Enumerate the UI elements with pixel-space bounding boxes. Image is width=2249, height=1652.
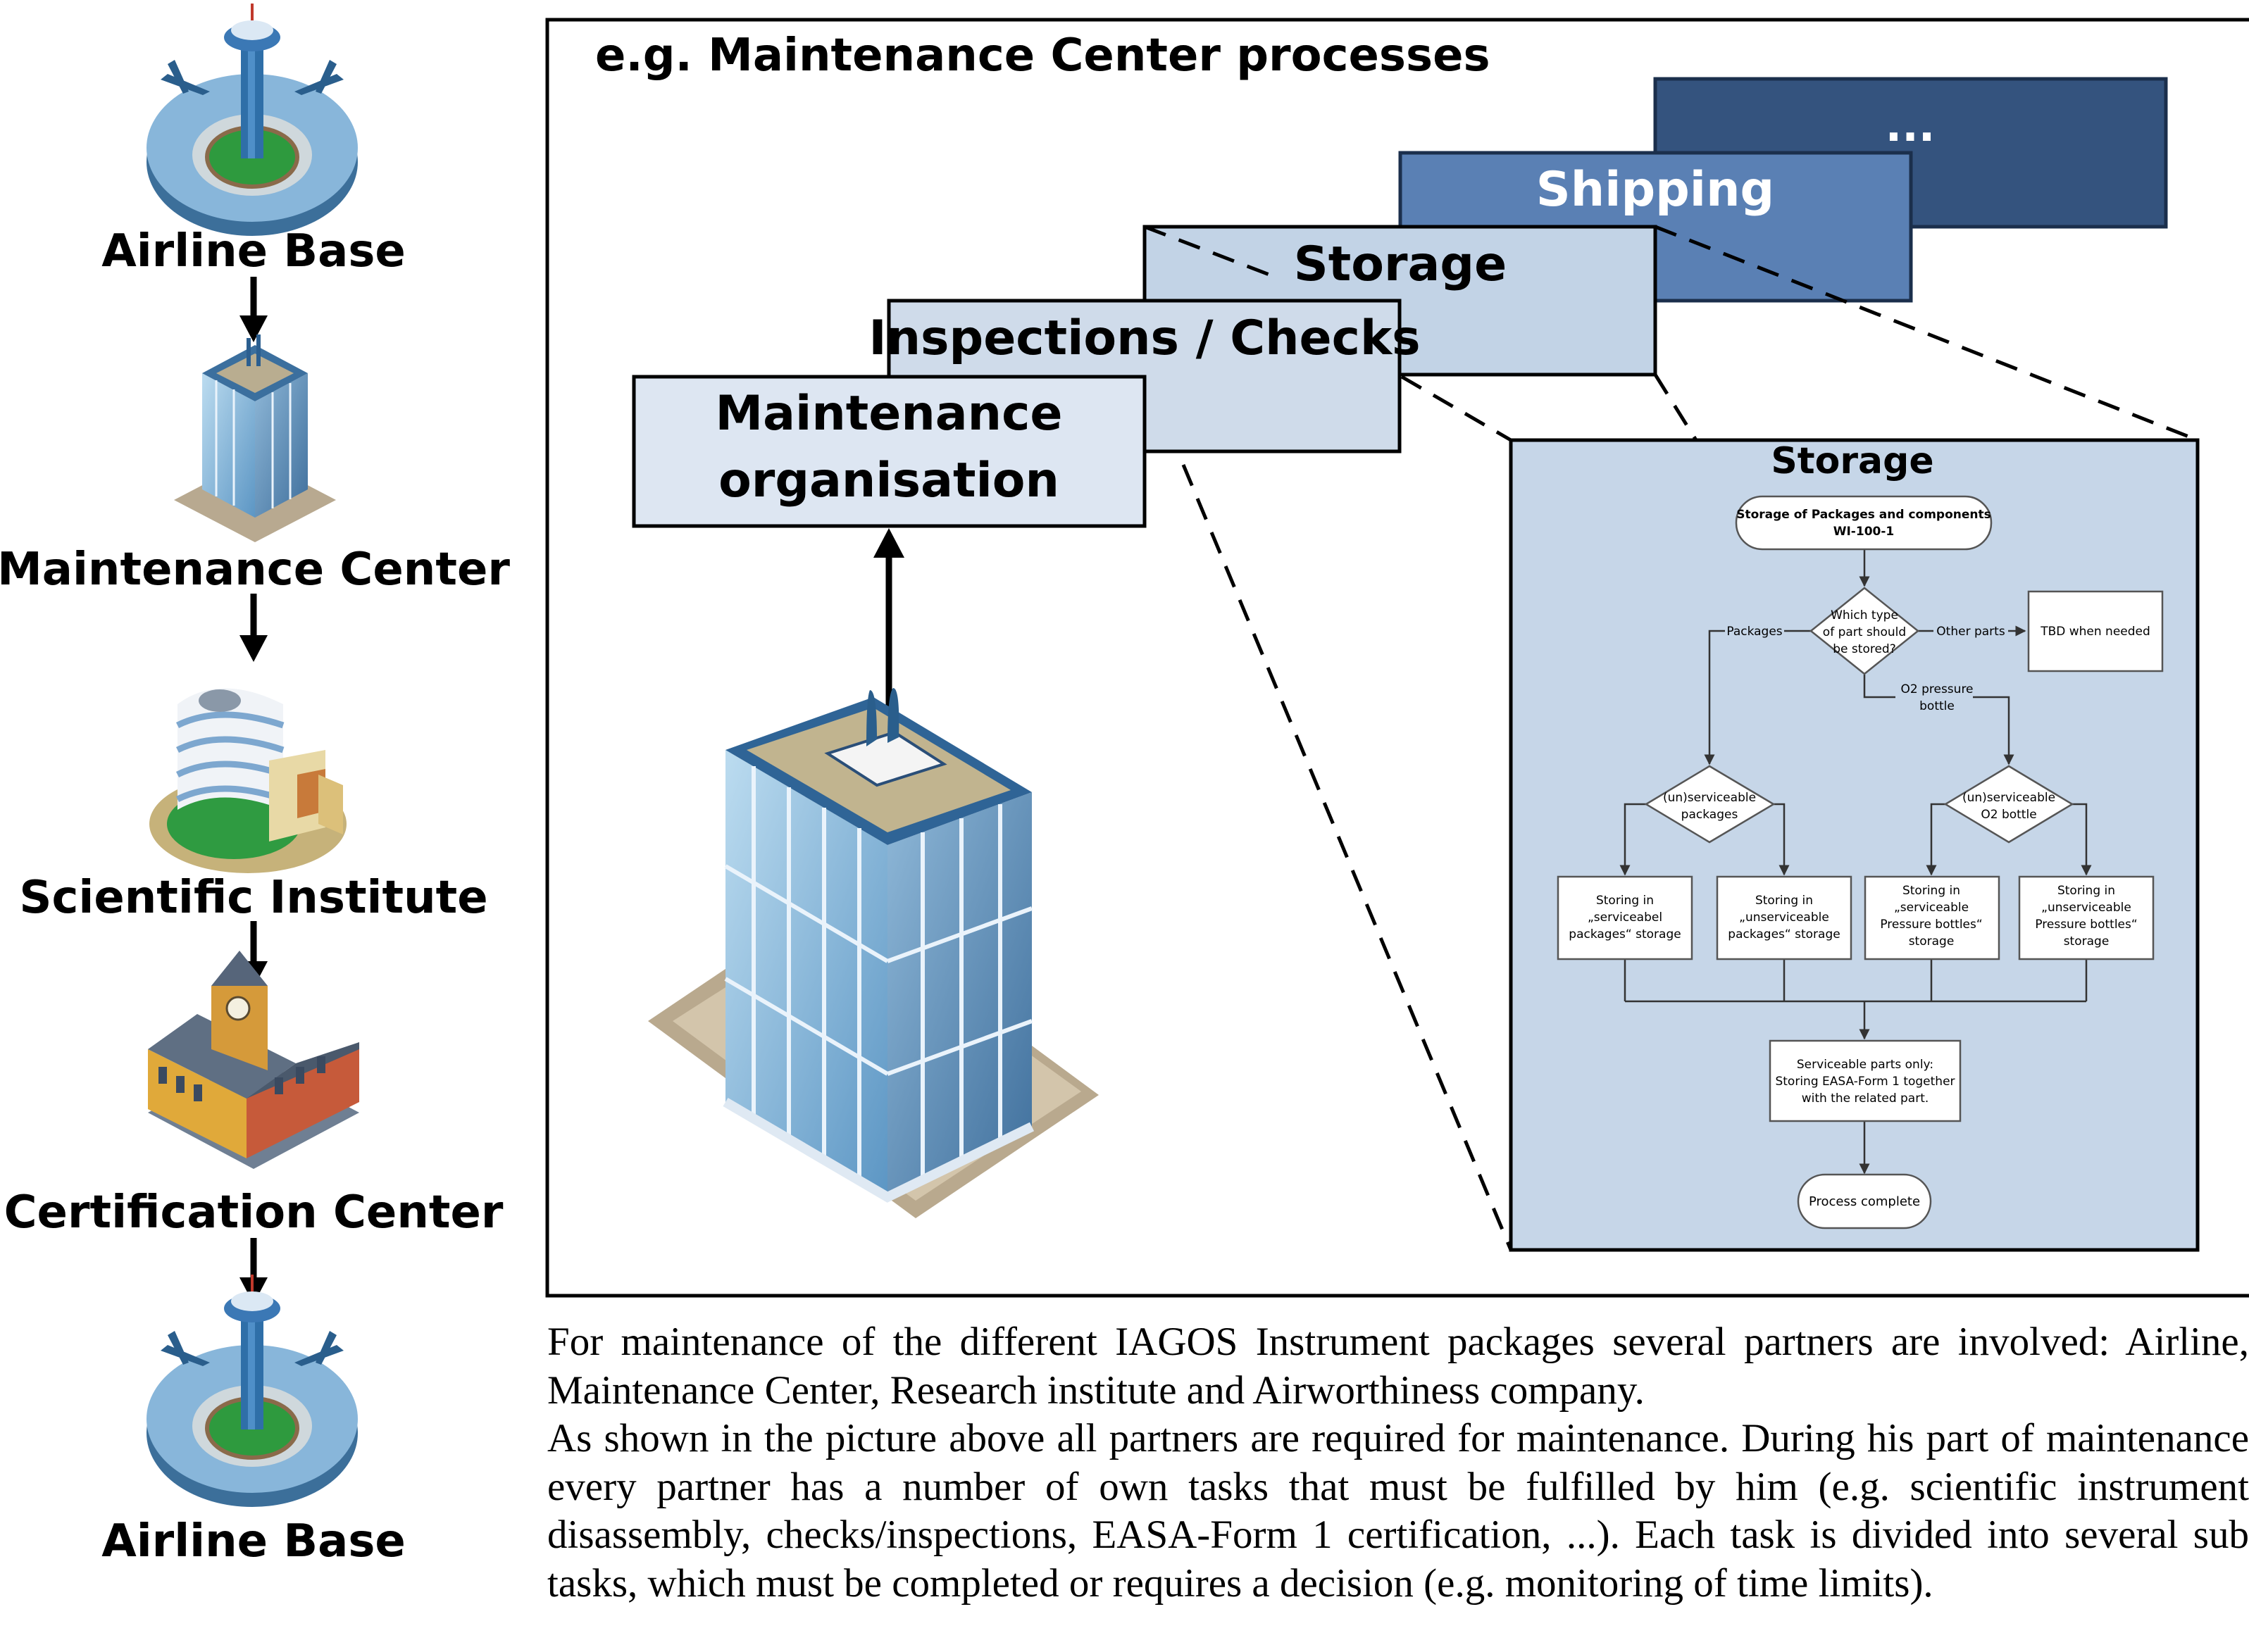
serviceable-box-line3: with the related part.: [1802, 1091, 1929, 1106]
decision-o2-line2: O2 bottle: [1981, 808, 2036, 822]
description-text: For maintenance of the different IAGOS I…: [547, 1318, 2249, 1608]
partner-chain: Airline Base Maintenance Center: [0, 4, 510, 1567]
storing-box-4-line3: Pressure bottles“: [2035, 918, 2137, 932]
tbd-box: [2027, 590, 2164, 672]
storing-box-4-line2: „unserviceable: [2041, 901, 2131, 915]
storing-box-serviceable-bottles: [1864, 875, 2000, 960]
edge-label-other-parts: Other parts: [1936, 625, 2005, 639]
end-node-label: Process complete: [1809, 1194, 1920, 1209]
decision-packages-line1: (un)serviceable: [1663, 791, 1756, 805]
description-paragraph-2: As shown in the picture above all partne…: [547, 1416, 2249, 1606]
flowchart-start-node: [1735, 495, 1993, 551]
storing-box-2-line1: Storing in: [1755, 894, 1813, 908]
step-label-shipping: Shipping: [1536, 162, 1774, 218]
decision-part-type-line3: be stored?: [1833, 642, 1895, 656]
storing-box-4-line1: Storing in: [2057, 884, 2115, 898]
serviceable-box-line2: Storing EASA-Form 1 together: [1775, 1075, 1955, 1089]
tbd-label: TBD when needed: [2040, 625, 2150, 639]
panel-title: e.g. Maintenance Center processes: [595, 30, 1490, 82]
up-arrow: [873, 528, 904, 711]
start-node-line2: WI-100-1: [1833, 525, 1895, 539]
storing-box-3-line3: Pressure bottles“: [1880, 918, 1982, 932]
step-label-inspections: Inspections / Checks: [868, 311, 1420, 366]
step-box-maintenance: [632, 375, 1147, 528]
storing-box-unserviceable-bottles: [2018, 875, 2155, 960]
edge-label-o2-line1: O2 pressure: [1900, 682, 1973, 696]
serviceable-parts-box: [1769, 1039, 1962, 1122]
storing-box-1-line1: Storing in: [1596, 894, 1654, 908]
edge-label-o2-line2: bottle: [1919, 699, 1955, 713]
storing-box-4-line4: storage: [2064, 934, 2110, 949]
decision-part-type: [1809, 587, 1919, 675]
partner-label-airline-base-bottom: Airline Base: [101, 1515, 406, 1567]
partner-label-scientific-institute: Scientific Institute: [19, 872, 487, 924]
start-node-line1: Storage of Packages and components: [1736, 508, 1991, 522]
partner-label-airline-base-top: Airline Base: [101, 225, 406, 277]
airport-icon: [147, 4, 358, 236]
office-tower-icon: [174, 334, 336, 542]
storing-box-2-line3: packages“ storage: [1728, 927, 1840, 941]
storing-box-1-line3: packages“ storage: [1569, 927, 1681, 941]
decision-part-type-line2: of part should: [1823, 625, 1906, 639]
storing-box-3-line1: Storing in: [1902, 884, 1960, 898]
decision-part-type-line1: Which type: [1831, 608, 1898, 622]
step-label-storage: Storage: [1294, 237, 1507, 292]
flowchart-title: Storage: [1771, 440, 1933, 482]
storing-box-1-line2: „serviceabel: [1588, 911, 1662, 925]
storing-box-3-line2: „serviceable: [1894, 901, 1969, 915]
partner-label-maintenance-center: Maintenance Center: [0, 544, 510, 596]
description-paragraph-1: For maintenance of the different IAGOS I…: [547, 1320, 2249, 1413]
institute-building-icon: [149, 688, 347, 873]
decision-o2-line1: (un)serviceable: [1962, 791, 2055, 805]
edge-label-packages: Packages: [1726, 625, 1782, 639]
town-hall-icon: [148, 951, 359, 1169]
decision-packages: [1644, 765, 1776, 844]
chain-arrow: [239, 594, 268, 662]
storage-flowchart: Storage Storage of Pac: [1509, 438, 2200, 1252]
step-label-more: ...: [1886, 100, 1936, 151]
storing-box-unserviceable-packages: [1716, 875, 1852, 960]
flowchart-end-node: [1797, 1173, 1932, 1229]
decision-o2-bottle: [1943, 765, 2074, 844]
airport-icon: [147, 1275, 358, 1507]
step-label-maintenance-line1: Maintenance: [715, 386, 1062, 442]
chain-arrow: [239, 277, 268, 342]
decision-packages-line2: packages: [1681, 808, 1738, 822]
storing-box-2-line2: „unserviceable: [1739, 911, 1829, 925]
process-panel: e.g. Maintenance Center processes ... Sh…: [545, 18, 2249, 1298]
partner-label-certification-center: Certification Center: [4, 1187, 504, 1239]
office-tower-icon: [648, 688, 1099, 1218]
flowchart-background: [1509, 438, 2200, 1252]
storing-box-serviceable-packages: [1557, 875, 1693, 960]
storing-box-3-line4: storage: [1909, 934, 1955, 949]
zoom-lines: [1144, 225, 2198, 1251]
serviceable-box-line1: Serviceable parts only:: [1797, 1058, 1933, 1072]
step-label-maintenance-line2: organisation: [718, 453, 1059, 508]
